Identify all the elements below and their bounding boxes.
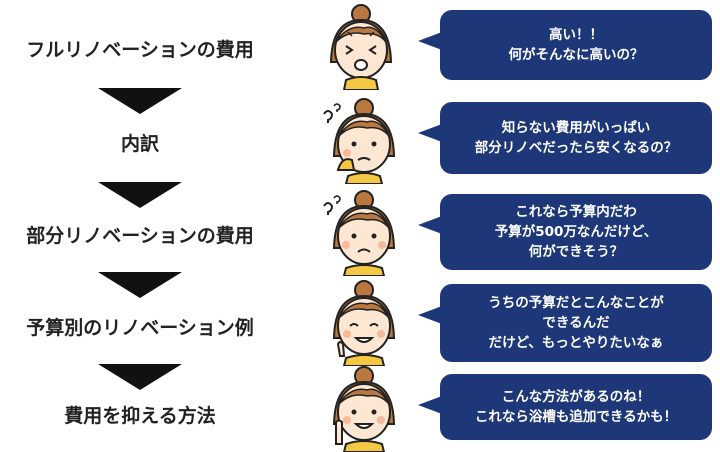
flow-step-cost-saving: 費用を抑える方法: [64, 405, 216, 427]
bubble-line: 予算が500万なんだけど、: [494, 224, 658, 240]
down-arrow-icon: [98, 182, 182, 208]
bubble-line: 知らない費用がいっぱい: [501, 120, 651, 136]
flow-step-breakdown: 内訳: [120, 133, 159, 155]
down-arrow-icon: [98, 88, 182, 114]
flow-step-full-renovation-cost: フルリノベーションの費用: [26, 39, 254, 61]
bubble-line: うちの予算だとこんなことが: [488, 295, 664, 311]
bubble-line: だけど、もっとやりたいなぁ: [488, 335, 664, 351]
down-arrow-icon: [98, 364, 182, 390]
shocked-woman-icon: [329, 4, 393, 90]
flow-step-budget-examples: 予算別のリノベーション例: [26, 317, 254, 339]
worried-woman-icon: [323, 190, 396, 276]
speech-bubble-2: 知らない費用がいっぱい 部分リノベだったら安くなるの？: [418, 102, 712, 174]
happy-woman-icon: [332, 280, 396, 366]
pointing-woman-icon: [332, 366, 396, 452]
speech-bubble-1: 高い！！ 何がそんなに高いの？: [418, 10, 712, 80]
bubble-line: 何がそんなに高いの？: [508, 47, 644, 63]
speech-bubble-4: うちの予算だとこんなことが できるんだ だけど、もっとやりたいなぁ: [418, 284, 712, 362]
bubble-line: できるんだ: [542, 315, 610, 331]
speech-bubble-5: こんな方法があるのね！ これなら浴槽も追加できるかも！: [418, 374, 712, 440]
bubble-line: 何ができそう？: [528, 244, 624, 260]
confused-woman-icon: [323, 98, 396, 184]
bubble-line: 部分リノベだったら安くなるの？: [474, 140, 678, 156]
speech-bubble-3: これなら予算内だわ 予算が500万なんだけど、 何ができそう？: [418, 194, 712, 270]
down-arrow-icon: [98, 272, 182, 298]
bubble-line: 高い！！: [549, 27, 603, 43]
flow-step-partial-renovation-cost: 部分リノベーションの費用: [26, 225, 254, 247]
bubble-line: これなら浴槽も追加できるかも！: [474, 409, 678, 425]
bubble-line: こんな方法があるのね！: [501, 389, 651, 405]
bubble-line: これなら予算内だわ: [515, 204, 637, 220]
